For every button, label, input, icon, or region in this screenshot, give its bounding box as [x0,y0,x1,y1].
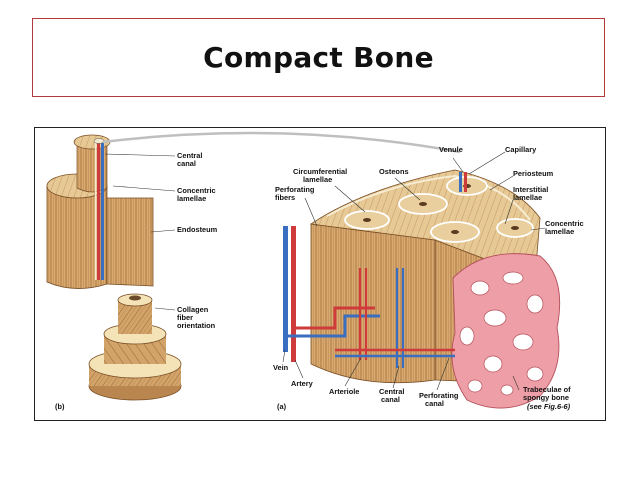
trabeculae-leader [512,375,520,391]
bone-diagram-svg: Central canal Concentric lamellae Endost… [46,131,586,411]
label-venule: Venule [439,145,463,154]
title-box: Compact Bone [32,18,605,97]
collagen-leader [154,307,176,311]
link-arrow [102,131,461,154]
label-perforating-fibers: Perforating fibers [275,185,316,202]
concentric-leader [112,185,176,192]
page-title: Compact Bone [203,41,434,74]
perforating-fibers-leader [304,197,318,227]
circumferential-leader [334,185,366,213]
label-b-central-canal: Central canal [177,151,205,168]
label-artery: Artery [291,379,314,388]
label-b-collagen: Collagen fiber orientation [177,305,216,330]
label-capillary: Capillary [505,145,537,154]
interstitial-leader [504,199,514,225]
perforating-canal-leader [436,357,450,391]
label-arteriole: Arteriole [329,387,359,396]
central-canal-leader [104,153,176,157]
artery-leader [294,359,304,379]
venule-leader [452,157,464,173]
central-canal-a-leader [392,365,400,389]
endosteum-leader [150,229,176,233]
osteons-leader [394,177,421,201]
label-osteons: Osteons [379,167,409,176]
vein-leader [282,349,286,363]
osteon-segment-drawing [46,134,154,289]
label-central-canal-a: Central canal [379,387,407,404]
periosteum-leader [489,175,514,191]
compact-bone-figure: Central canal Concentric lamellae Endost… [34,127,606,421]
label-concentric-lamellae: Concentric lamellae [545,219,586,236]
capillary-leader [468,151,506,175]
label-interstitial-lamellae: Interstitial lamellae [513,185,550,202]
arteriole-leader [344,357,362,387]
label-b-concentric-lamellae: Concentric lamellae [177,186,218,203]
bone-block-drawing [283,169,561,409]
label-b-endosteum: Endosteum [177,225,218,234]
label-circumferential-lamellae: Circumferential lamellae [293,167,349,184]
collagen-fiber-drawing [88,293,182,401]
label-see-fig: (see Fig.6-6) [527,402,571,411]
label-periosteum: Periosteum [513,169,554,178]
panel-b-label: (b) [55,402,65,411]
label-trabeculae: Trabeculae of spongy bone [523,385,573,402]
concentric-a-leader [530,227,546,231]
panel-a-label: (a) [277,402,287,411]
label-perforating-canal: Perforating canal [419,391,460,408]
label-vein: Vein [273,363,289,372]
